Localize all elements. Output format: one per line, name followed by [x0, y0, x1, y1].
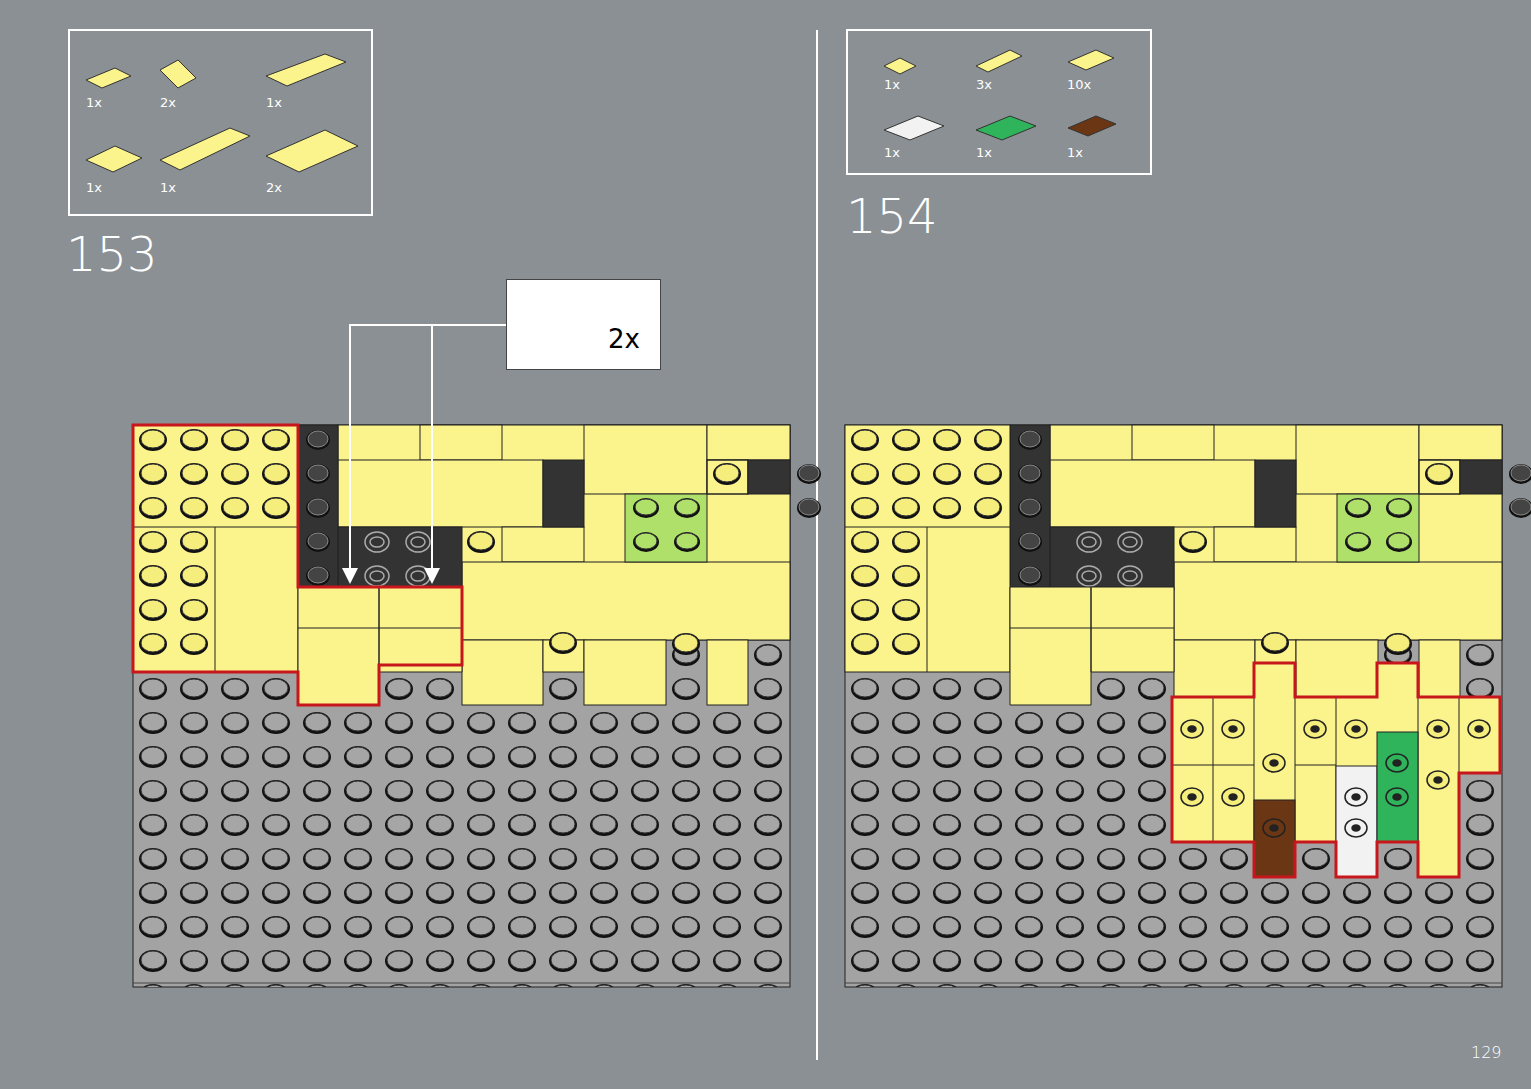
- part-count: 2x: [160, 95, 176, 110]
- part-count: 2x: [608, 324, 640, 354]
- parts-list-box: 1x 3x 10x 1x 1x 1x: [846, 29, 1152, 175]
- part-count: 1x: [976, 145, 992, 160]
- page-number: 129: [1471, 1043, 1502, 1062]
- part-count: 1x: [884, 145, 900, 160]
- part-count: 10x: [1067, 77, 1091, 92]
- part-count: 1x: [86, 180, 102, 195]
- part-count: 1x: [266, 95, 282, 110]
- part-count: 1x: [884, 77, 900, 92]
- callout-box: 2x: [506, 279, 661, 370]
- step-number: 154: [846, 188, 938, 244]
- part-count: 2x: [266, 180, 282, 195]
- parts-list-box: 1x 2x 1x 1x 1x 2x: [68, 29, 373, 216]
- part-count: 1x: [1067, 145, 1083, 160]
- part-count: 1x: [86, 95, 102, 110]
- step-number: 153: [66, 226, 158, 282]
- part-count: 3x: [976, 77, 992, 92]
- part-count: 1x: [160, 180, 176, 195]
